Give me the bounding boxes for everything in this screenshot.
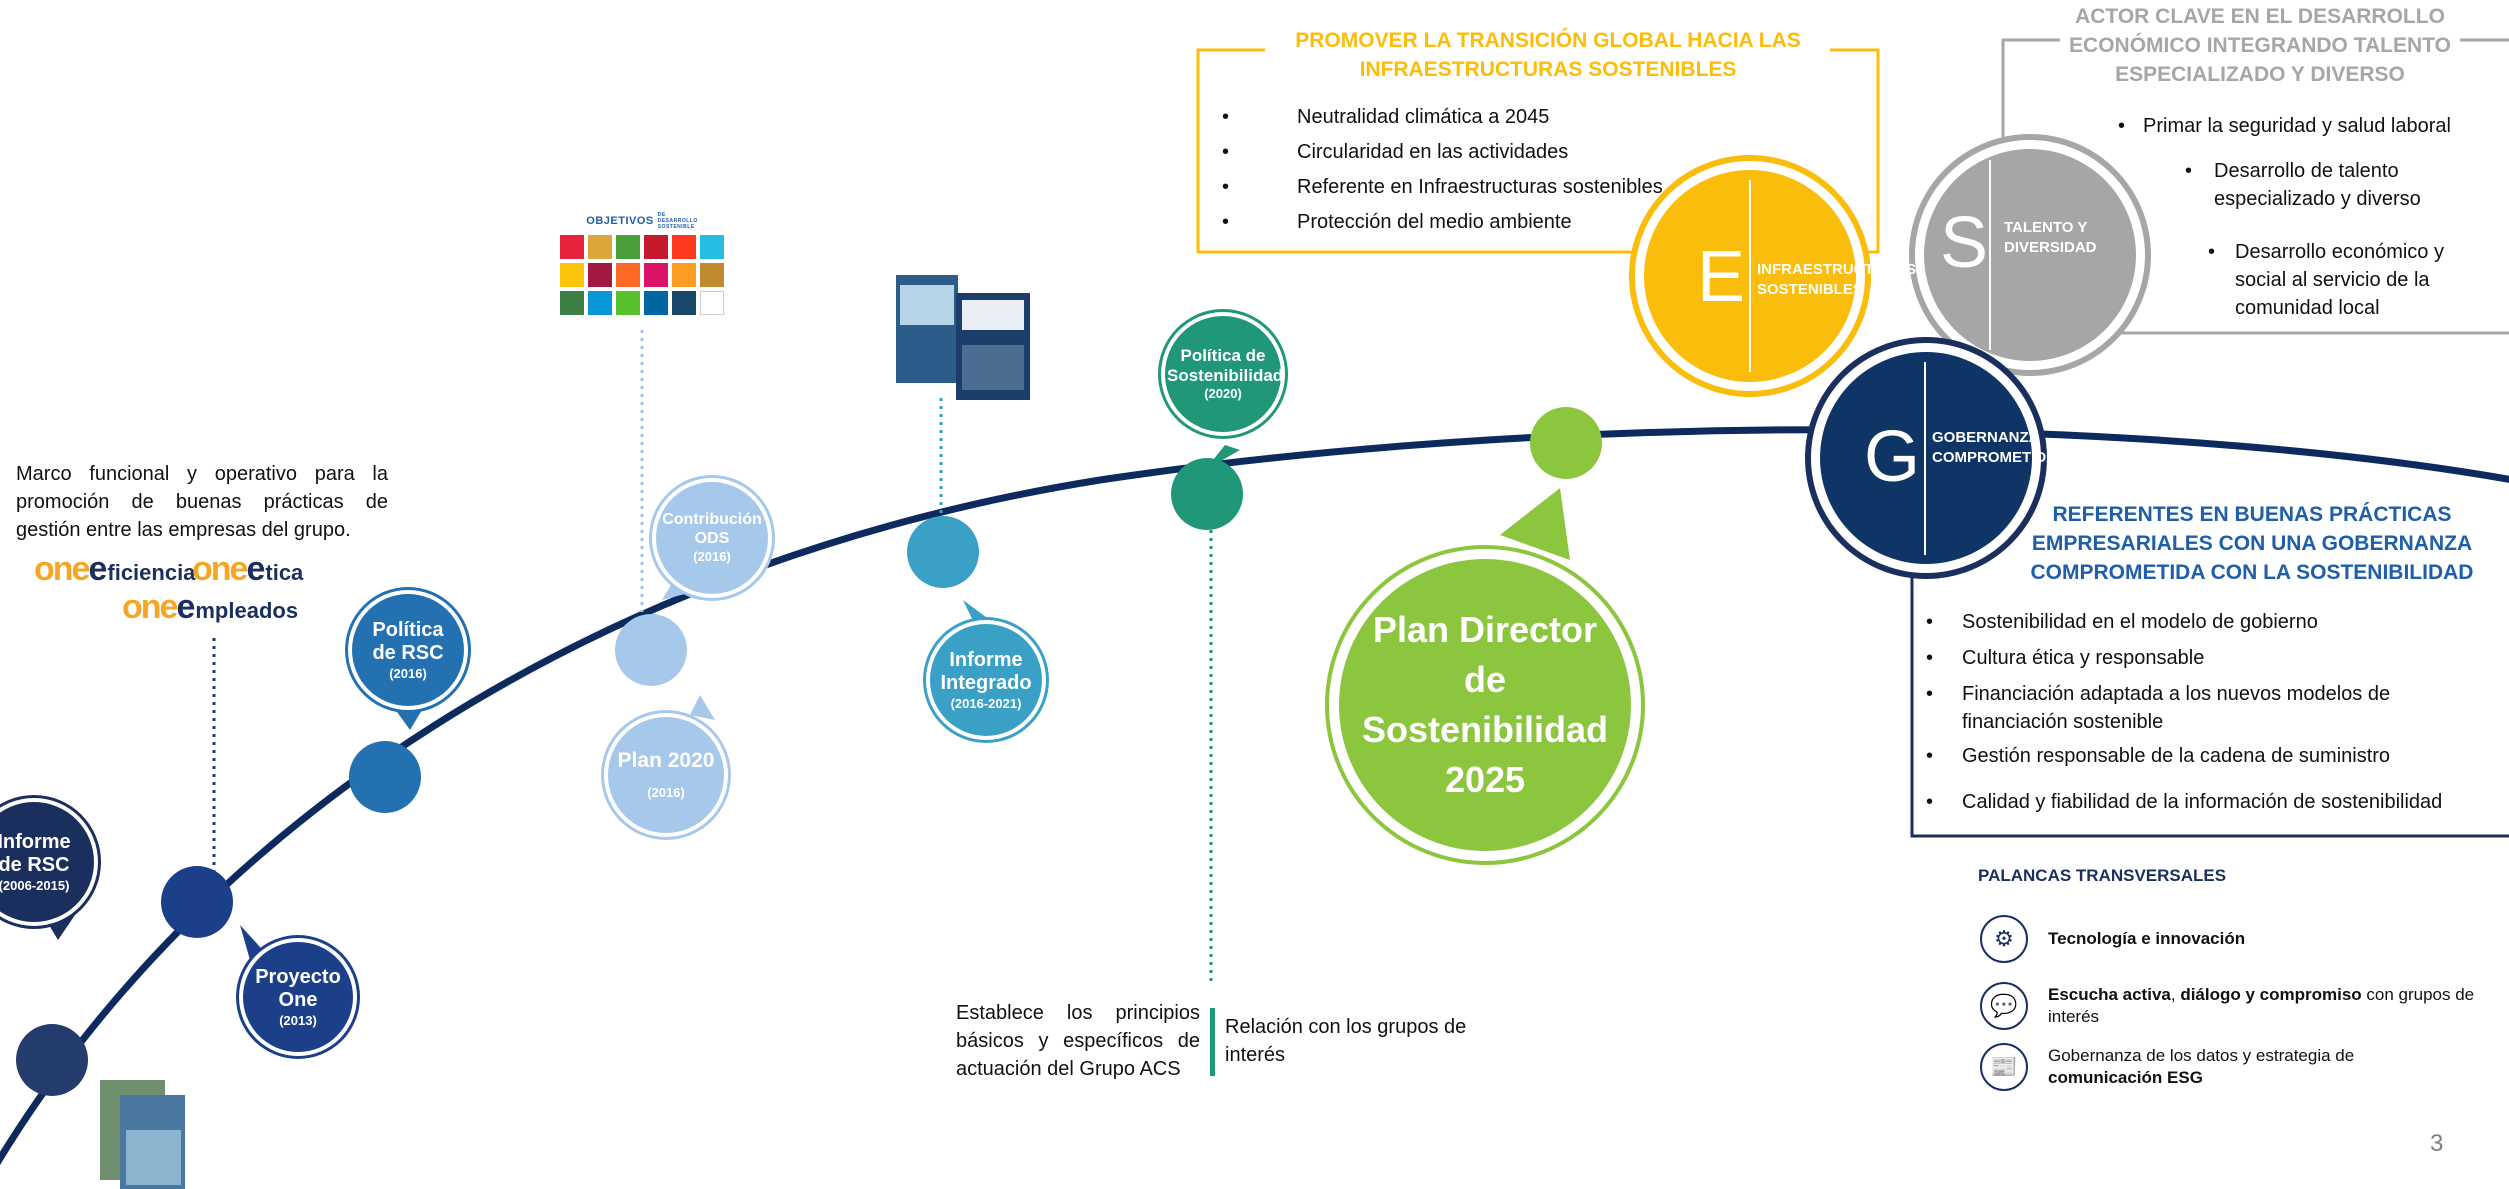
esg-e-label: INFRAESTRUCTURAS SOSTENIBLES bbox=[1757, 261, 1917, 298]
list-item: •Calidad y fiabilidad de la información … bbox=[1926, 791, 2443, 813]
one-description: Marco funcional y operativo para la prom… bbox=[16, 463, 388, 541]
ods-logo: OBJETIVOS DE DESARROLLO SOSTENIBLE bbox=[558, 212, 726, 315]
politica-description: Establece los principios básicos y espec… bbox=[956, 1002, 1200, 1080]
esg-g-letter: G bbox=[1864, 417, 1921, 497]
esg-s-label: TALENTO Y DIVERSIDAD bbox=[2004, 219, 2097, 256]
node-dot-2 bbox=[161, 866, 233, 938]
list-item: •Cultura ética y responsable bbox=[1926, 647, 2205, 669]
list-item: •Protección del medio ambiente bbox=[1222, 211, 1572, 233]
gov-box-title: REFERENTES EN BUENAS PRÁCTICAS EMPRESARI… bbox=[2030, 503, 2474, 584]
social-item-2: •Desarrollo de talento especializado y d… bbox=[2185, 160, 2421, 210]
newspaper-icon: 📰 bbox=[1980, 1043, 2028, 1091]
social-box-title: ACTOR CLAVE EN EL DESARROLLO ECONÓMICO I… bbox=[2060, 2, 2460, 89]
report-thumbnail-informe-rsc bbox=[100, 1080, 185, 1189]
ods-grid bbox=[558, 235, 726, 315]
green-separator bbox=[1210, 1008, 1215, 1076]
node-dot-3 bbox=[349, 741, 421, 813]
node-dot-5 bbox=[907, 516, 979, 588]
node-dot-4 bbox=[615, 614, 687, 686]
one-empleados-logo: oneempleados bbox=[122, 588, 299, 626]
ods-logo-subtitle: DE DESARROLLO SOSTENIBLE bbox=[657, 212, 698, 230]
palanca-tecnologia: ⚙ Tecnología e innovación bbox=[1980, 915, 2500, 963]
tail-politica-rsc bbox=[392, 705, 425, 730]
esg-g-label: GOBERNANZA COMPROMETIDA bbox=[1932, 429, 2057, 466]
one-eficiencia-logo: oneeficiencia bbox=[34, 550, 196, 588]
bubble-plan-2020: Plan 2020 (2016) bbox=[608, 717, 724, 833]
gov-list: •Sostenibilidad en el modelo de gobierno… bbox=[1926, 608, 2501, 816]
esg-s-letter: S bbox=[1940, 203, 1989, 283]
bubble-informe-rsc: Informe de RSC (2006-2015) bbox=[0, 802, 94, 922]
chat-bubble-icon: 💬 bbox=[1980, 982, 2028, 1030]
gears-icon: ⚙ bbox=[1980, 915, 2028, 963]
list-item: •Circularidad en las actividades bbox=[1222, 141, 1569, 163]
report-thumbnail-informe-integrado bbox=[896, 275, 1030, 400]
esg-e-letter: E bbox=[1697, 237, 1746, 317]
grupos-interes-text: Relación con los grupos de interés bbox=[1225, 1016, 1467, 1066]
one-etica-logo: oneetica bbox=[192, 550, 304, 588]
bubble-contribucion-ods: Contribución ODS (2016) bbox=[656, 482, 768, 594]
ods-logo-title: OBJETIVOS bbox=[586, 215, 654, 227]
bubble-proyecto-one: Proyecto One (2013) bbox=[243, 942, 353, 1052]
gov-box-border bbox=[1910, 510, 2509, 838]
plan-director-circle bbox=[1339, 559, 1631, 851]
page-number: 3 bbox=[2430, 1130, 2444, 1157]
tail-politica-sost bbox=[1205, 445, 1240, 470]
node-dot-7 bbox=[1530, 407, 1602, 479]
tail-informe-integrado bbox=[963, 600, 990, 625]
list-item: •Sostenibilidad en el modelo de gobierno bbox=[1926, 611, 2318, 633]
palancas-title: PALANCAS TRANSVERSALES bbox=[1978, 866, 2227, 885]
palanca-escucha: 💬 Escucha activa, diálogo y compromiso c… bbox=[1980, 982, 2500, 1030]
bubble-politica-sostenibilidad: Política de Sostenibilidad (2020) bbox=[1165, 316, 1283, 432]
bubble-plan-director: Plan Director de Sostenibilidad 2025 bbox=[1361, 609, 1609, 800]
list-item: •Financiación adaptada a los nuevos mode… bbox=[1926, 683, 2391, 733]
tail-proyecto-one bbox=[240, 925, 270, 960]
env-box-border bbox=[1196, 48, 1880, 254]
timeline-curve bbox=[0, 426, 2509, 1166]
list-item: •Neutralidad climática a 2045 bbox=[1222, 106, 1550, 128]
bubble-informe-integrado: Informe Integrado (2016-2021) bbox=[930, 624, 1042, 736]
list-item: •Referente en Infraestructuras sostenibl… bbox=[1222, 176, 1663, 198]
tail-plan-director bbox=[1500, 488, 1570, 560]
bubble-politica-rsc: Política de RSC (2016) bbox=[352, 594, 464, 706]
env-list: •Neutralidad climática a 2045 •Circulari… bbox=[1222, 100, 1782, 240]
node-dot-1 bbox=[16, 1024, 88, 1096]
palanca-datos: 📰 Gobernanza de los datos y estrategia d… bbox=[1980, 1043, 2500, 1091]
social-item-1: •Primar la seguridad y salud laboral bbox=[2118, 115, 2451, 137]
list-item: •Gestión responsable de la cadena de sum… bbox=[1926, 745, 2391, 767]
social-item-3: •Desarrollo económico y social al servic… bbox=[2208, 241, 2444, 319]
tail-plan2020 bbox=[690, 695, 715, 720]
env-box-title: PROMOVER LA TRANSICIÓN GLOBAL HACIA LAS … bbox=[1268, 26, 1828, 84]
node-dot-6 bbox=[1171, 458, 1243, 530]
